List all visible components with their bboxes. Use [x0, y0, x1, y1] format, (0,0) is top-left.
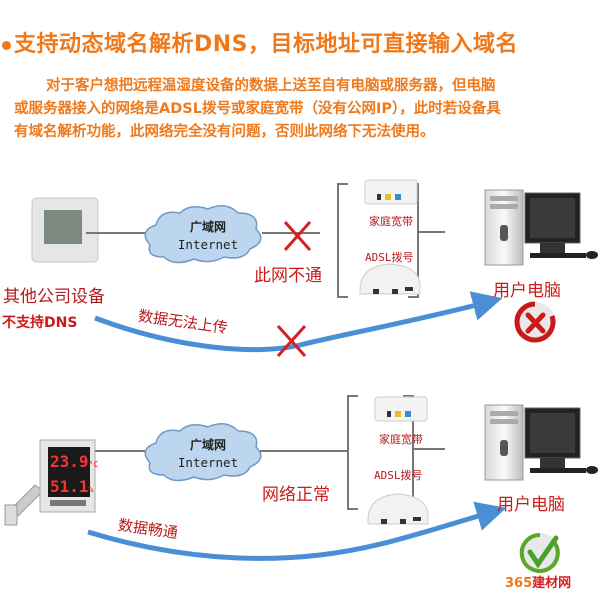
paragraph-line-3: 有域名解析功能，此网络完全没有问题，否则此网络下无法使用。 [14, 124, 435, 140]
watermark: 365建材网 [505, 572, 571, 591]
pc-label: 用户电脑 [493, 281, 561, 301]
paragraph-line-1: 对于客户想把远程温湿度设备的数据上送至自有电脑或服务器，但电脑 [46, 78, 496, 94]
adsl-modem-icon [367, 493, 429, 525]
network-status-label: 网络正常 [262, 485, 330, 505]
router2-label: ADSL拨号 [365, 251, 414, 264]
cloud-label: 广域网 Internet [168, 219, 248, 253]
humidity-readout: 51.1% [50, 477, 94, 496]
temperature-humidity-display-device [4, 439, 96, 526]
router1-label: 家庭宽带 [379, 433, 423, 446]
watermark-number: 365 [505, 576, 533, 591]
user-pc-icon [484, 189, 598, 266]
cloud-label-cn: 广域网 [189, 220, 226, 234]
data-flow-arrow [94, 291, 503, 353]
cloud-label-en: Internet [177, 455, 239, 470]
home-broadband-router-icon [374, 396, 428, 422]
adsl-modem-icon [359, 263, 421, 295]
cloud-label-en: Internet [177, 237, 239, 252]
page-title: 支持动态域名解析DNS，目标地址可直接输入域名 [2, 26, 518, 58]
temperature-readout: 23.9°C [50, 452, 99, 471]
bullet-icon [2, 40, 11, 50]
device-label: 其他公司设备 [3, 287, 105, 307]
blocked-x-icon [283, 221, 312, 251]
device-display: 23.9°C 51.1% [50, 451, 98, 501]
cloud-label-cn: 广域网 [189, 438, 226, 452]
green-check-icon [519, 532, 560, 573]
pc-label: 用户电脑 [497, 495, 565, 515]
cloud-label: 广域网 Internet [168, 437, 248, 471]
device-note: 不支持DNS [2, 315, 78, 331]
title-text: 支持动态域名解析DNS，目标地址可直接输入域名 [14, 32, 519, 57]
red-x-icon [514, 301, 556, 343]
other-company-device [31, 197, 99, 263]
blocked-flow-x-icon [276, 324, 307, 358]
paragraph-line-2: 或服务器接入的网络是ADSL拨号或家庭宽带（没有公网IP），此时若设备具 [14, 101, 501, 117]
home-broadband-router-icon [364, 179, 418, 205]
cloud-icon [144, 205, 262, 264]
network-status-label: 此网不通 [254, 266, 322, 286]
user-pc-icon [484, 404, 598, 481]
router1-label: 家庭宽带 [369, 215, 413, 228]
bracket-left [337, 183, 348, 298]
router2-label: ADSL拨号 [374, 469, 423, 482]
bracket-left [347, 395, 358, 510]
watermark-text: 建材网 [532, 576, 572, 591]
data-flow-arrow [87, 501, 507, 561]
cloud-icon [144, 423, 262, 482]
